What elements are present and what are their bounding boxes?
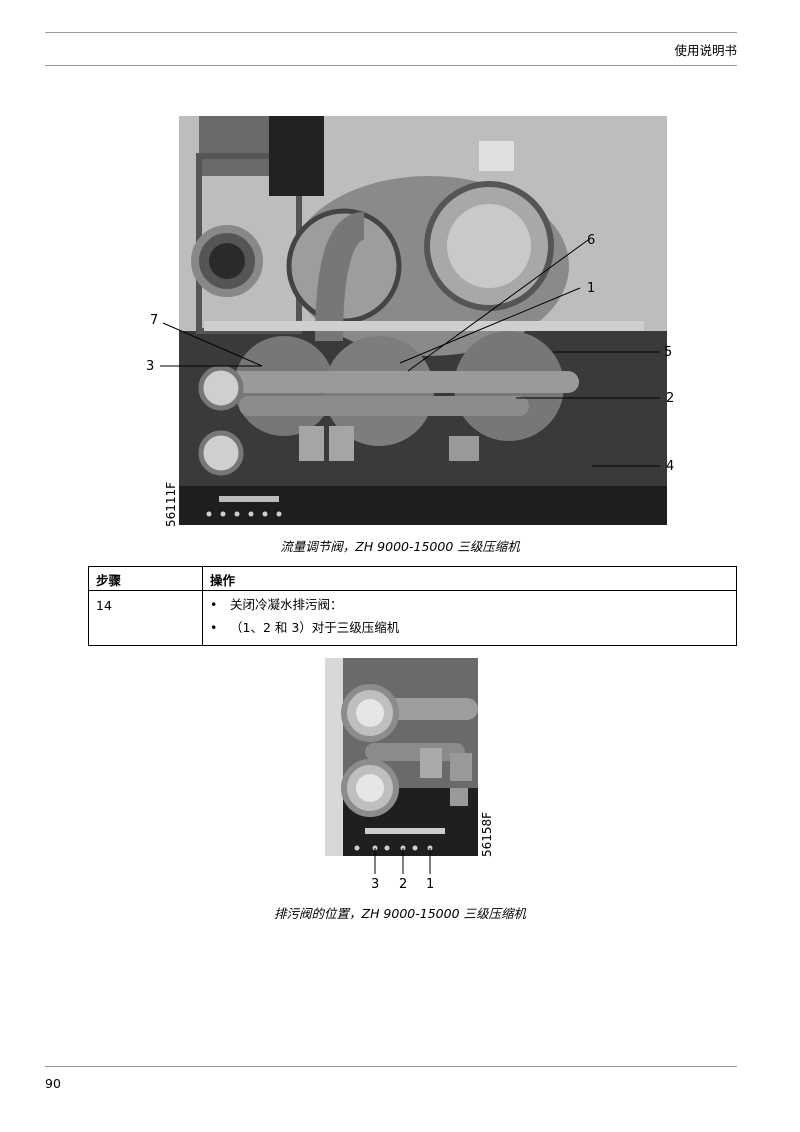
table-header-row: 步骤 操作 (88, 566, 737, 591)
step-actions: • 关闭冷凝水排污阀： • （1、2 和 3）对于三级压缩机 (202, 590, 737, 646)
table-header-action: 操作 (202, 566, 737, 591)
action-line-1: • 关闭冷凝水排污阀： (210, 597, 729, 620)
figure-2-photo (325, 658, 478, 856)
figure-1-callout-3: 3 (146, 359, 155, 374)
figure-1-callout-4: 4 (666, 459, 675, 474)
figure-1-callout-6: 6 (587, 233, 596, 248)
action-text-2: （1、2 和 3）对于三级压缩机 (230, 620, 400, 635)
action-line-2: • （1、2 和 3）对于三级压缩机 (210, 620, 729, 643)
table-row: 14 • 关闭冷凝水排污阀： • （1、2 和 3）对于三级压缩机 (88, 590, 737, 646)
page-number: 90 (45, 1076, 61, 1091)
steps-table: 步骤 操作 14 • 关闭冷凝水排污阀： • （1、2 和 3）对于三级压缩机 (88, 566, 737, 646)
table-header-step: 步骤 (88, 566, 203, 591)
figure-2-callout-1: 1 (426, 877, 435, 892)
figure-2-code: 56158F (480, 811, 494, 857)
figure-1-callout-2: 2 (666, 391, 675, 406)
figure-1-callout-1: 1 (587, 281, 596, 296)
figure-1-callout-7: 7 (150, 313, 159, 328)
action-text-1: 关闭冷凝水排污阀： (230, 597, 343, 612)
figure-1-callout-5: 5 (664, 345, 673, 360)
header-top-rule (45, 32, 737, 33)
step-number: 14 (88, 590, 203, 646)
figure-1-photo (179, 116, 667, 525)
header-title: 使用说明书 (674, 43, 737, 58)
bullet-icon: • (210, 597, 218, 612)
figure-2-caption: 排污阀的位置，ZH 9000-15000 三级压缩机 (274, 906, 526, 921)
header-bottom-rule (45, 65, 737, 66)
figure-2-callout-2: 2 (399, 877, 408, 892)
figure-1-caption: 流量调节阀，ZH 9000-15000 三级压缩机 (280, 539, 520, 554)
figure-2-callout-3: 3 (371, 877, 380, 892)
bullet-icon: • (210, 620, 218, 635)
footer-rule (45, 1066, 737, 1067)
figure-1-code: 56111F (164, 481, 178, 527)
